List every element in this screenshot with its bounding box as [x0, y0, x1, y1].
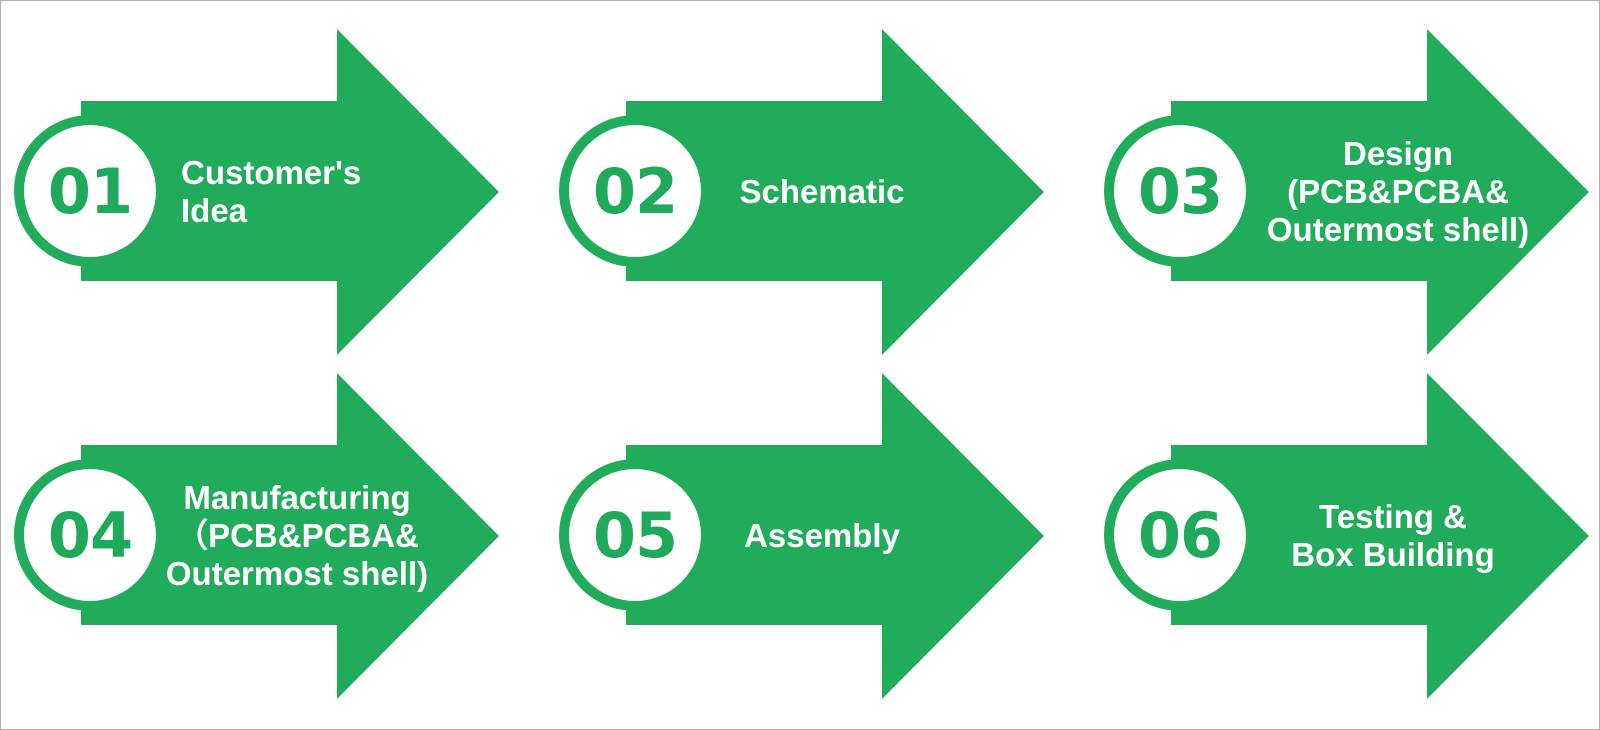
step-label: Customer's Idea [181, 154, 362, 229]
step-06: 06 Testing & Box Building [1095, 371, 1595, 701]
step-number-badge: 06 [1114, 469, 1246, 601]
step-04: 04 Manufacturing （PCB&PCBA& Outermost sh… [5, 371, 505, 701]
step-03: 03 Design (PCB&PCBA& Outermost shell) [1095, 27, 1595, 357]
step-number-badge: 01 [24, 125, 156, 257]
step-label: Design (PCB&PCBA& Outermost shell) [1266, 135, 1530, 248]
step-number-badge: 02 [569, 125, 701, 257]
step-number-badge: 04 [24, 469, 156, 601]
step-number-badge: 05 [569, 469, 701, 601]
step-number: 06 [1137, 498, 1223, 572]
step-05: 05 Assembly [550, 371, 1050, 701]
step-label: Manufacturing （PCB&PCBA& Outermost shell… [165, 479, 429, 592]
step-label: Assembly [744, 517, 900, 554]
step-label: Testing & Box Building [1291, 498, 1495, 573]
step-number-badge: 03 [1114, 125, 1246, 257]
step-number: 01 [47, 154, 133, 228]
step-number: 04 [47, 498, 133, 572]
step-label: Schematic [739, 173, 905, 210]
step-number: 05 [592, 498, 678, 572]
step-number: 02 [592, 154, 678, 228]
step-02: 02 Schematic [550, 27, 1050, 357]
step-number: 03 [1137, 154, 1223, 228]
step-01: 01 Customer's Idea [5, 27, 505, 357]
